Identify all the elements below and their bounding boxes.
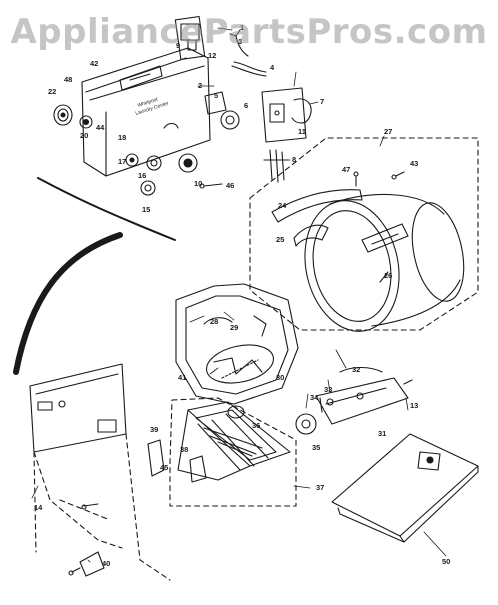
- ring-36: [227, 405, 245, 419]
- washer-tub-top: [37, 177, 176, 241]
- callout-18: 18: [118, 133, 126, 142]
- callout-45: 45: [160, 463, 168, 472]
- callout-41: 41: [178, 373, 186, 382]
- site-watermark: AppliancePartsPros.com: [10, 12, 488, 52]
- lint-screen-box: [169, 397, 297, 507]
- knob-20: [79, 115, 93, 129]
- callout-11: 11: [298, 127, 306, 136]
- callout-24: 24: [278, 201, 287, 210]
- callout-8: 8: [292, 155, 296, 164]
- timer-knob-10: [178, 153, 198, 173]
- callout-5: 5: [214, 91, 218, 100]
- screw-47: [353, 171, 359, 187]
- callout-37: 37: [316, 483, 324, 492]
- knob-17: [125, 153, 139, 167]
- callout-10: 10: [194, 179, 202, 188]
- callout-labels: 1 2 3 4 5 6 7 8 9 10 11 12 13 14 15 16 1…: [34, 23, 450, 568]
- callout-43: 43: [410, 159, 418, 168]
- screw-43: [391, 171, 405, 180]
- callout-17: 17: [118, 157, 126, 166]
- callout-20: 20: [80, 131, 88, 140]
- callout-3: 3: [238, 37, 242, 46]
- callout-46: 46: [226, 181, 234, 190]
- callout-39: 39: [150, 425, 158, 434]
- callout-35: 35: [312, 443, 320, 452]
- callout-12: 12: [208, 51, 216, 60]
- drum-group-box: [249, 137, 479, 331]
- switch-bracket: [261, 87, 312, 143]
- callout-48: 48: [64, 75, 72, 84]
- leader-lines: [31, 27, 447, 563]
- dryer-drum: [304, 193, 465, 332]
- callout-42: 42: [90, 59, 98, 68]
- drum-seal: [271, 189, 363, 247]
- knob-22: [53, 104, 73, 126]
- callout-2: 2: [198, 81, 202, 90]
- bracket-40: [79, 551, 105, 577]
- callout-26: 26: [384, 271, 392, 280]
- callout-30: 30: [276, 373, 284, 382]
- callout-29: 29: [230, 323, 238, 332]
- lint-screen: [177, 401, 291, 481]
- callout-33: 33: [324, 385, 332, 394]
- washer-tub-outline: [13, 232, 123, 375]
- heater-assembly: [295, 366, 413, 435]
- knob-15: [140, 180, 156, 196]
- wire-4: [231, 61, 267, 77]
- front-bulkhead: [175, 283, 299, 405]
- screw-43b: [68, 567, 81, 576]
- wires-8: [263, 149, 289, 183]
- control-console: [81, 15, 240, 177]
- guide-38: [189, 455, 207, 483]
- callout-25: 25: [276, 235, 284, 244]
- callout-15: 15: [142, 205, 150, 214]
- callout-38: 38: [180, 445, 188, 454]
- callout-13: 13: [410, 401, 418, 410]
- callout-44: 44: [96, 123, 105, 132]
- filter-39: [147, 439, 165, 477]
- screw-46: [199, 183, 223, 189]
- base-plate: [331, 433, 479, 543]
- callout-36: 36: [252, 421, 260, 430]
- callout-47: 47: [342, 165, 350, 174]
- callout-6: 6: [244, 101, 248, 110]
- callout-50: 50: [442, 557, 450, 566]
- knob-16: [146, 155, 162, 171]
- callout-7: 7: [320, 97, 324, 106]
- callout-1: 1: [240, 23, 244, 32]
- callout-40: 40: [102, 559, 110, 568]
- callout-34: 34: [310, 393, 319, 402]
- callout-32: 32: [352, 365, 360, 374]
- callout-27: 27: [384, 127, 392, 136]
- callout-16: 16: [138, 171, 146, 180]
- callout-9: 9: [176, 41, 180, 50]
- callout-22: 22: [48, 87, 56, 96]
- front-panel: [29, 363, 171, 581]
- callout-31: 31: [378, 429, 386, 438]
- harness-1: [229, 29, 249, 57]
- panel-lettering: Whirlpool Laundry Center: [135, 97, 170, 117]
- screw-45: [81, 503, 99, 510]
- callout-4: 4: [270, 63, 275, 72]
- callout-28: 28: [210, 317, 218, 326]
- callout-14: 14: [34, 503, 43, 512]
